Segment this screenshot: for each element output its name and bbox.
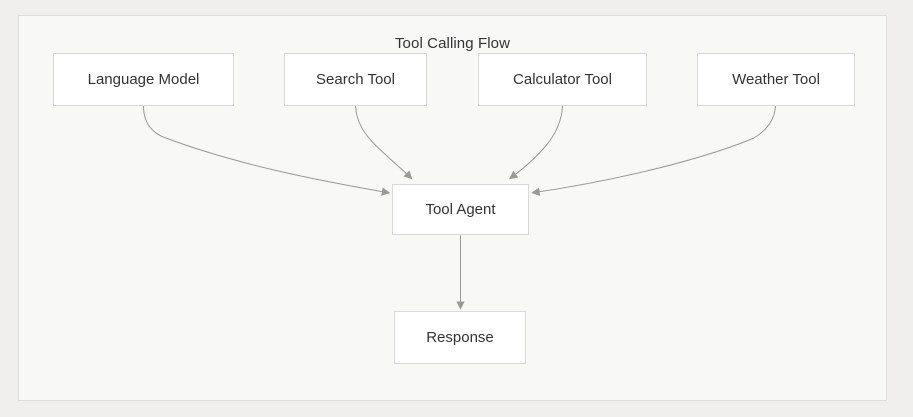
- node-calculator-tool: Calculator Tool: [478, 53, 647, 106]
- node-language-model-label: Language Model: [87, 71, 200, 88]
- node-weather-tool-label: Weather Tool: [732, 71, 820, 88]
- node-search-tool-label: Search Tool: [316, 71, 395, 88]
- diagram-title: Tool Calling Flow: [394, 35, 511, 52]
- node-response-label: Response: [426, 329, 494, 346]
- node-search-tool: Search Tool: [284, 53, 427, 106]
- node-weather-tool: Weather Tool: [697, 53, 855, 106]
- node-tool-agent: Tool Agent: [392, 184, 529, 235]
- node-response: Response: [394, 311, 526, 364]
- node-language-model: Language Model: [53, 53, 234, 106]
- node-calculator-tool-label: Calculator Tool: [513, 71, 612, 88]
- node-tool-agent-label: Tool Agent: [425, 201, 496, 218]
